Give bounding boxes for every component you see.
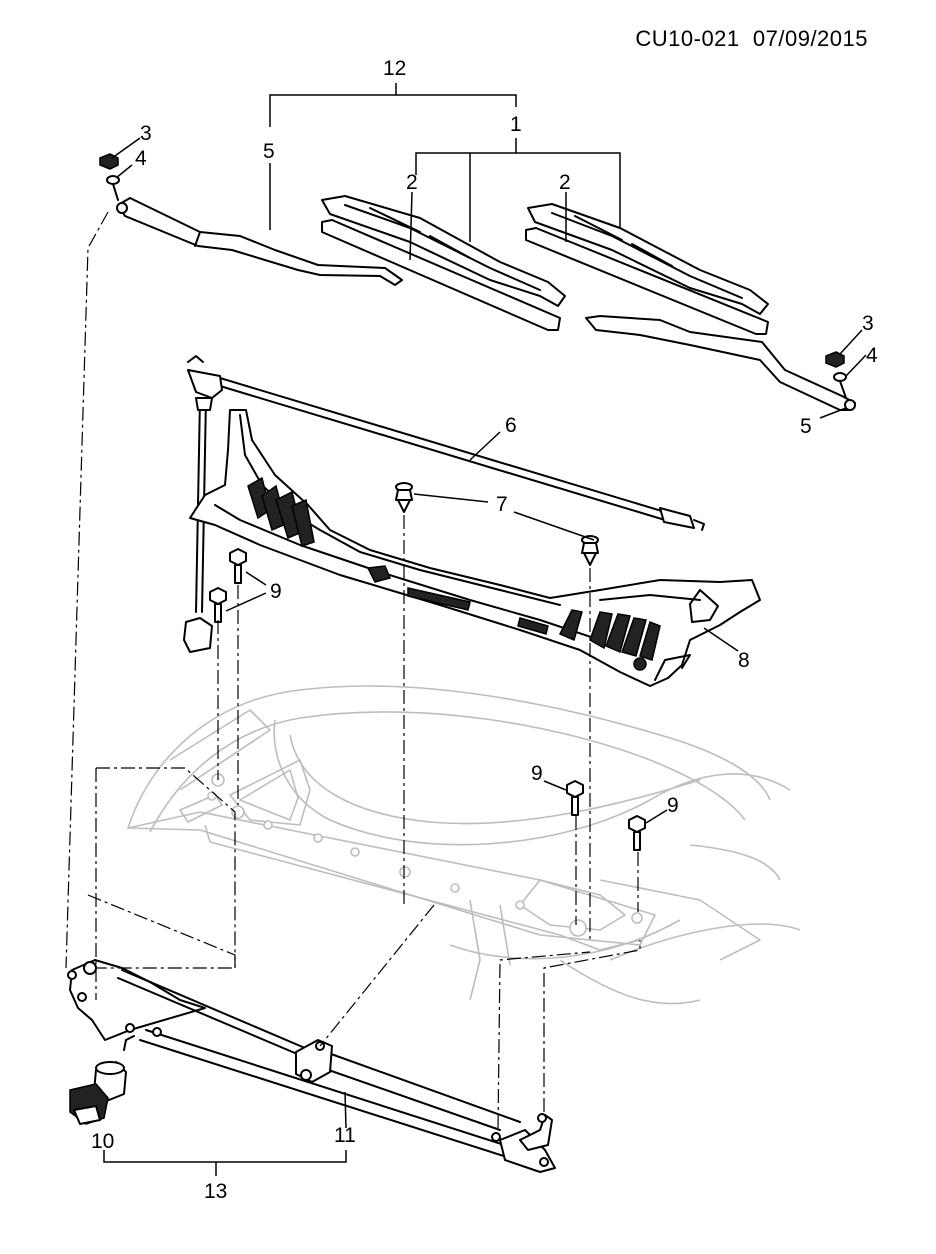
callout-3-right: 3 — [862, 312, 874, 335]
document-date: 07/09/2015 — [752, 26, 868, 51]
cowl-panel — [189, 409, 761, 687]
callout-10: 10 — [91, 1130, 114, 1153]
callout-1: 1 — [510, 113, 522, 136]
callout-9-lower-left: 9 — [531, 762, 543, 785]
document-code: CU10-021 07/09/2015 — [635, 26, 868, 52]
callout-2-right: 2 — [559, 171, 571, 194]
callout-3-left: 3 — [140, 122, 152, 145]
cowl-grille-left — [247, 476, 315, 547]
wiper-arm-right — [585, 315, 856, 411]
nut-right — [825, 351, 847, 399]
wiper-linkage — [67, 959, 556, 1173]
callout-9-lower-right: 9 — [667, 794, 679, 817]
vehicle-body-phantom — [127, 685, 801, 1005]
document-code-text: CU10-021 — [635, 26, 740, 51]
nut-left — [99, 153, 120, 201]
callout-4-left: 4 — [135, 147, 147, 170]
callout-4-right: 4 — [866, 344, 878, 367]
callout-11: 11 — [334, 1124, 356, 1147]
callout-5-right: 5 — [800, 415, 812, 438]
callout-numbers: 12 1 5 2 2 3 4 3 4 5 6 7 9 8 9 9 11 10 1… — [91, 57, 878, 1203]
bolt-upper-1 — [229, 548, 247, 584]
clip-right — [581, 535, 599, 566]
callout-7: 7 — [496, 493, 508, 516]
wiper-arm-left — [116, 197, 403, 286]
leader-lines — [103, 83, 867, 1176]
wiper-blade-left — [321, 195, 566, 331]
callout-6: 6 — [505, 414, 517, 437]
bolt-lower-1 — [566, 780, 584, 816]
callout-12: 12 — [383, 57, 406, 80]
callout-2-left: 2 — [406, 171, 418, 194]
callout-13: 13 — [204, 1180, 227, 1203]
wiper-blade-right — [525, 203, 769, 335]
callout-9-upper: 9 — [270, 580, 282, 603]
alignment-lines — [65, 211, 641, 1129]
callout-8: 8 — [738, 649, 750, 672]
washer-hose — [183, 355, 705, 653]
wiper-motor — [69, 1035, 135, 1125]
bolt-upper-2 — [209, 587, 227, 623]
callout-5-top: 5 — [263, 140, 275, 163]
cowl-grille-right — [558, 609, 661, 661]
clip-left — [395, 482, 413, 513]
bolt-lower-2 — [628, 815, 646, 851]
